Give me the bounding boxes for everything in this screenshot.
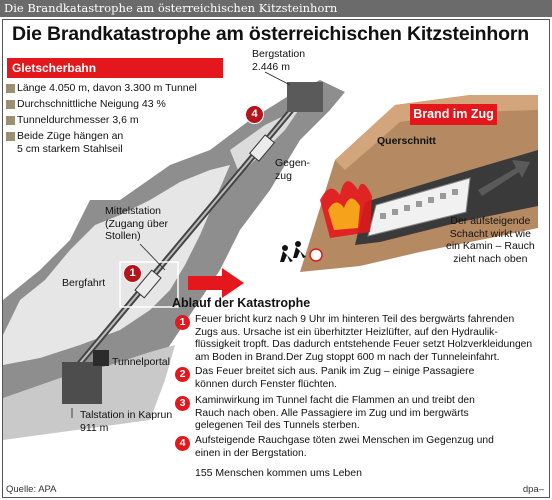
schacht-line: zieht nach oben [453, 252, 528, 265]
rock-top-face [335, 95, 538, 170]
step-line: gelegenen Teil des Tunnels sterben. [195, 420, 360, 432]
step-text: Aufsteigende Rauchgase töten zwei Mensch… [195, 435, 547, 460]
tunnel-portal-frame [93, 350, 109, 366]
step-text: Feuer bricht kurz nach 9 Uhr im hinteren… [195, 314, 547, 364]
step-line: Kaminwirkung im Tunnel facht die Flammen… [195, 395, 475, 406]
top-title-text: Die Brandkatastrophe am österreichischen… [4, 1, 338, 15]
schacht-line: Schacht wirkt wie [449, 227, 531, 240]
talstation-label: Talstation in Kaprun 911 m [80, 409, 172, 434]
bergfahrt-label: Bergfahrt [62, 277, 106, 289]
step-text: Das Feuer breitet sich aus. Panik im Zug… [195, 366, 547, 391]
source-credit: Quelle: APA [6, 484, 57, 495]
step-line: Das Feuer breitet sich aus. Panik im Zug… [195, 366, 475, 377]
step-badge: 2 [175, 367, 190, 382]
summary-text: 155 Menschen kommen ums Leben [195, 467, 362, 479]
extinguisher-icon [309, 248, 323, 262]
lower-station-building [62, 362, 102, 404]
step-badge: 1 [175, 315, 190, 330]
legend-heading: Gletscherbahn [7, 58, 223, 78]
gegenzug-line: Gegen- [275, 157, 311, 169]
gegenzug-label: Gegen- zug [275, 157, 310, 182]
fleeing-people [280, 241, 306, 262]
main-title: Die Brandkatastrophe am österreichischen… [12, 23, 529, 45]
gegenzug-line: zug [275, 169, 292, 182]
schacht-label: Der aufsteigende Schacht wirkt wie ein K… [446, 215, 535, 265]
bergstation-label: Bergstation 2.446 m [252, 48, 305, 73]
legend-fact: 5 cm starkem Stahlseil [17, 143, 123, 155]
step-line: flüssigkeit tropft. Das dadurch entstehe… [195, 339, 533, 351]
step-line: am Boden in Brand.Der Zug stoppt 600 m n… [195, 351, 500, 363]
red-arrow [188, 268, 244, 298]
step-line: einen in der Bergstation. [195, 447, 307, 459]
bergstation-name: Bergstation [252, 48, 306, 60]
mittelstation-label: Mittelstation (Zugang über Stollen) [105, 205, 168, 243]
step-line: können durch Fenster flüchten. [195, 378, 337, 390]
top-title-bar: Die Brandkatastrophe am österreichischen… [0, 0, 552, 17]
upper-station-building [287, 82, 323, 112]
uphill-train [134, 269, 162, 299]
legend-fact: Länge 4.050 m, davon 3.300 m Tunnel [17, 82, 197, 94]
querschnitt-label: Querschnitt [377, 135, 436, 147]
agency-credit: dpa– [522, 484, 544, 495]
mittelstation-line: Stollen) [105, 230, 141, 242]
talstation-altitude: 911 m [80, 421, 109, 434]
schacht-line: Der aufsteigende [450, 215, 531, 227]
step-line: Feuer bricht kurz nach 9 Uhr im hinteren… [195, 314, 515, 325]
step-badge: 3 [175, 396, 190, 411]
step-line: Aufsteigende Rauchgase töten zwei Mensch… [195, 435, 494, 446]
legend-fact: Beide Züge hängen an [17, 130, 124, 142]
legend-bullet [6, 132, 15, 141]
graphic-frame [2, 19, 550, 498]
flames-core [328, 198, 360, 230]
marker-1: 1 [123, 264, 142, 283]
marker-4: 4 [245, 105, 264, 124]
legend-fact: Durchschnittliche Neigung 43 % [17, 98, 166, 110]
train-windows [380, 189, 458, 219]
step-line: Zugs aus. Ursache ist ein überhitzter He… [195, 326, 498, 338]
legend-bullet [6, 100, 15, 109]
step-line: Rauch nach oben. Alle Passagiere im Zug … [195, 407, 469, 419]
brand-im-zug-label: Brand im Zug [410, 104, 497, 125]
step-badge: 4 [175, 436, 190, 451]
mittelstation-leader [139, 243, 166, 271]
legend-fact: Tunneldurchmesser 3,6 m [17, 114, 139, 126]
snow-field [3, 165, 230, 365]
bergstation-altitude: 2.446 m [252, 60, 290, 73]
mittelstation-line: Mittelstation [105, 205, 162, 217]
ablauf-title: Ablauf der Katastrophe [172, 296, 311, 310]
step-text: Kaminwirkung im Tunnel facht die Flammen… [195, 395, 547, 433]
upward-arrow [478, 160, 530, 196]
legend-bullet [6, 84, 15, 93]
bergstation-leader [264, 71, 291, 86]
highlight-box [119, 261, 179, 308]
talstation-name: Talstation in Kaprun [80, 409, 173, 421]
counter-train [248, 134, 276, 162]
legend-bullet [6, 116, 15, 125]
mittelstation-line: (Zugang über [105, 217, 169, 230]
tunnelportal-label: Tunnelportal [112, 356, 170, 368]
schacht-line: ein Kamin – Rauch [446, 240, 535, 252]
